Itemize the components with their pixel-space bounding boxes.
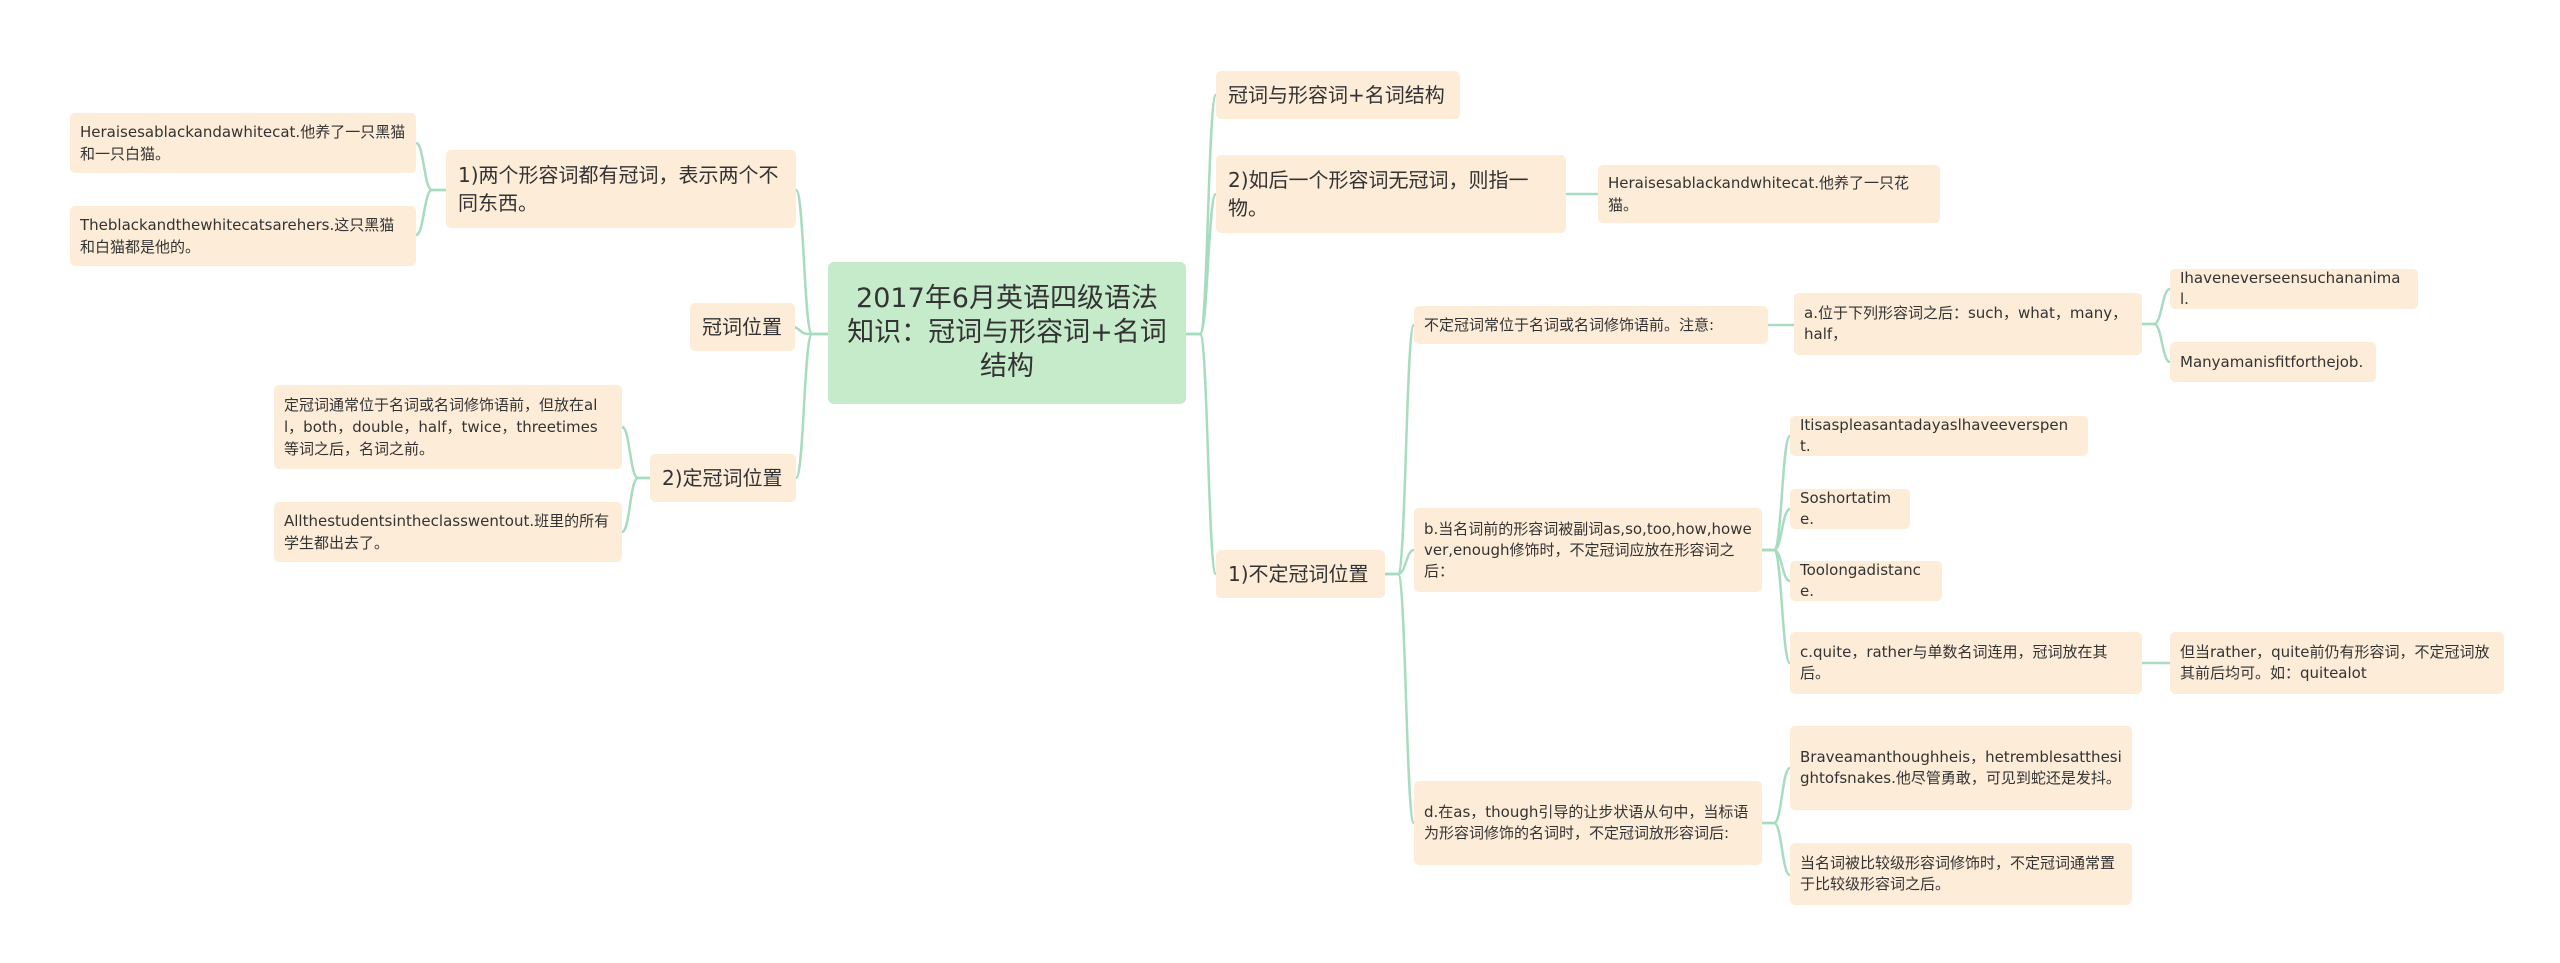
node-two-adjectives[interactable]: 1)两个形容词都有冠词，表示两个不同东西。	[446, 150, 796, 228]
node-indefinite-b-example-3[interactable]: Toolongadistance.	[1790, 561, 1942, 601]
node-definite-note[interactable]: 定冠词通常位于名词或名词修饰语前，但放在all，both，double，half…	[274, 385, 622, 469]
node-definite-position[interactable]: 2)定冠词位置	[650, 454, 796, 502]
node-indefinite-a-example-2[interactable]: Manyamanisfitforthejob.	[2170, 342, 2376, 382]
node-indefinite-d-example-1-label: Braveamanthoughheis，hetremblesatthesight…	[1800, 748, 2122, 787]
node-indefinite-d[interactable]: d.在as，though引导的让步状语从句中，当标语为形容词修饰的名词时，不定冠…	[1414, 781, 1762, 865]
node-second-no-article-example-label: Heraisesablackandwhitecat.他养了一只花猫。	[1608, 174, 1909, 214]
node-indefinite-c-example[interactable]: 但当rather，quite前仍有形容词，不定冠词放其前后均可。如：quitea…	[2170, 632, 2504, 694]
node-indefinite-a-label: a.位于下列形容词之后：such，what，many，half，	[1804, 304, 2128, 343]
link-a-ex1	[2140, 287, 2172, 326]
link-d-ex1	[1760, 766, 1792, 825]
link-root-indefinite	[1184, 332, 1218, 576]
link-b-ex1	[1760, 434, 1792, 552]
link-definite-note	[620, 425, 652, 480]
link-two-adj-ex1	[414, 141, 448, 192]
node-indefinite-d-label: d.在as，though引导的让步状语从句中，当标语为形容词修饰的名词时，不定冠…	[1424, 803, 1749, 842]
node-two-adjectives-label: 1)两个形容词都有冠词，表示两个不同东西。	[458, 163, 779, 215]
node-indefinite-c-example-label: 但当rather，quite前仍有形容词，不定冠词放其前后均可。如：quitea…	[2180, 643, 2490, 682]
root-topic-label: 2017年6月英语四级语法知识：冠词与形容词+名词结构	[847, 283, 1167, 382]
node-indefinite-a-example-2-label: Manyamanisfitforthejob.	[2180, 352, 2364, 371]
node-indefinite-d-example-2-label: 当名词被比较级形容词修饰时，不定冠词通常置于比较级形容词之后。	[1800, 854, 2116, 893]
node-indefinite-position-label: 1)不定冠词位置	[1228, 562, 1369, 586]
link-root-definite	[794, 332, 830, 480]
node-article-position[interactable]: 冠词位置	[690, 303, 795, 351]
link-indef-d	[1383, 572, 1416, 825]
node-definite-example[interactable]: Allthestudentsintheclasswentout.班里的所有学生都…	[274, 502, 622, 562]
link-definite-ex	[620, 476, 652, 534]
node-indefinite-b-example-1[interactable]: Itisaspleasantadayaslhaveeverspent.	[1790, 416, 2088, 456]
node-indefinite-b[interactable]: b.当名词前的形容词被副词as,so,too,how,however,enoug…	[1414, 508, 1762, 592]
link-indef-note	[1383, 323, 1416, 576]
node-article-position-label: 冠词位置	[702, 315, 782, 339]
node-two-adjectives-example-2-label: Theblackandthewhitecatsarehers.这只黑猫和白猫都是…	[80, 216, 395, 256]
node-structure[interactable]: 冠词与形容词+名词结构	[1216, 71, 1460, 119]
link-root-two-adj	[794, 188, 830, 336]
node-indefinite-b-example-2-label: Soshortatime.	[1800, 489, 1892, 528]
node-indefinite-c[interactable]: c.quite，rather与单数名词连用，冠词放在其后。	[1790, 632, 2142, 694]
node-two-adjectives-example-2[interactable]: Theblackandthewhitecatsarehers.这只黑猫和白猫都是…	[70, 206, 416, 266]
node-indefinite-a-example-1[interactable]: Ihaveneverseensuchananimal.	[2170, 269, 2418, 309]
node-indefinite-a-example-1-label: Ihaveneverseensuchananimal.	[2180, 269, 2401, 308]
node-second-no-article-label: 2)如后一个形容词无冠词，则指一物。	[1228, 168, 1529, 220]
node-indefinite-note[interactable]: 不定冠词常位于名词或名词修饰语前。注意:	[1414, 306, 1768, 344]
link-root-second	[1184, 192, 1218, 336]
node-indefinite-a[interactable]: a.位于下列形容词之后：such，what，many，half，	[1794, 293, 2142, 355]
node-definite-position-label: 2)定冠词位置	[662, 466, 783, 490]
link-d-ex2	[1760, 821, 1792, 877]
node-indefinite-d-example-2[interactable]: 当名词被比较级形容词修饰时，不定冠词通常置于比较级形容词之后。	[1790, 843, 2132, 905]
node-indefinite-b-example-1-label: Itisaspleasantadayaslhaveeverspent.	[1800, 416, 2069, 455]
node-second-no-article[interactable]: 2)如后一个形容词无冠词，则指一物。	[1216, 155, 1566, 233]
node-indefinite-position[interactable]: 1)不定冠词位置	[1216, 550, 1385, 598]
link-a-ex2	[2140, 322, 2172, 364]
node-two-adjectives-example-1[interactable]: Heraisesablackandawhitecat.他养了一只黑猫和一只白猫。	[70, 113, 416, 173]
node-indefinite-d-example-1[interactable]: Braveamanthoughheis，hetremblesatthesight…	[1790, 726, 2132, 810]
root-topic[interactable]: 2017年6月英语四级语法知识：冠词与形容词+名词结构	[828, 262, 1186, 404]
node-indefinite-b-example-2[interactable]: Soshortatime.	[1790, 489, 1910, 529]
link-b-c	[1760, 548, 1792, 665]
node-indefinite-b-example-3-label: Toolongadistance.	[1800, 561, 1921, 600]
node-indefinite-c-label: c.quite，rather与单数名词连用，冠词放在其后。	[1800, 643, 2108, 682]
node-second-no-article-example[interactable]: Heraisesablackandwhitecat.他养了一只花猫。	[1598, 165, 1940, 223]
node-indefinite-note-label: 不定冠词常位于名词或名词修饰语前。注意:	[1424, 315, 1715, 334]
link-two-adj-ex2	[414, 188, 448, 237]
node-indefinite-b-label: b.当名词前的形容词被副词as,so,too,how,however,enoug…	[1424, 519, 1752, 580]
node-two-adjectives-example-1-label: Heraisesablackandawhitecat.他养了一只黑猫和一只白猫。	[80, 123, 406, 163]
node-structure-label: 冠词与形容词+名词结构	[1228, 83, 1445, 107]
node-definite-example-label: Allthestudentsintheclasswentout.班里的所有学生都…	[284, 512, 610, 552]
node-definite-note-label: 定冠词通常位于名词或名词修饰语前，但放在all，both，double，half…	[284, 396, 598, 458]
